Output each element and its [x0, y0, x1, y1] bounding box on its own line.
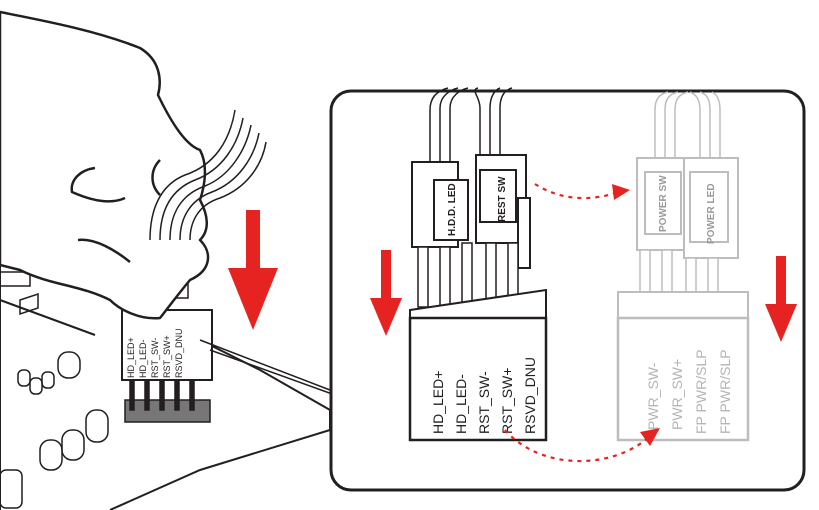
pin-label: RST_SW-: [150, 338, 160, 378]
plug-label: REST SW: [497, 176, 508, 222]
detail-panel: H.D.D. LED REST SW HD_LED+ HD_LED- RST_SW- R…: [331, 88, 804, 490]
pin-label: FP PWR/SLP: [693, 349, 709, 434]
plug-label: POWER SW: [658, 175, 669, 232]
header-pins: [125, 380, 210, 422]
plug-label: H.D.D. LED: [447, 183, 458, 236]
pin-label: RST_SW-: [476, 371, 492, 434]
pin-label: HD_LED-: [453, 374, 469, 434]
rear-connector-block: PWR_SW- PWR_SW+ FP PWR/SLP FP PWR/SLP: [618, 292, 748, 440]
pin-label: FP PWR/SLP: [717, 349, 733, 434]
left-scene: H.D.D. LEDRESET SW HD_LED+HD_LED-RST_SW-…: [0, 12, 335, 510]
hand: [0, 12, 208, 318]
pin-label: RSVD_DNU: [522, 357, 538, 434]
callout-lines: [200, 340, 335, 395]
pin-label: RST_SW+: [499, 367, 515, 434]
board-components: [0, 272, 108, 508]
pin-label: HD_LED-: [138, 339, 148, 378]
pin-label: PWR_SW+: [669, 359, 685, 430]
pin-label: PWR_SW-: [645, 362, 661, 430]
pin-label: HD_LED+: [126, 337, 136, 378]
down-arrow-icon: [228, 210, 278, 330]
pin-label: RSVD_DNU: [174, 328, 184, 378]
plug-label: POWER LED: [706, 183, 717, 244]
front-connector-block: HD_LED+ HD_LED- RST_SW- RST_SW+ RSVD_DNU: [410, 290, 546, 440]
rear-plugs: [637, 158, 738, 258]
pin-label: RST_SW+: [162, 335, 172, 378]
pin-label: HD_LED+: [430, 371, 446, 434]
